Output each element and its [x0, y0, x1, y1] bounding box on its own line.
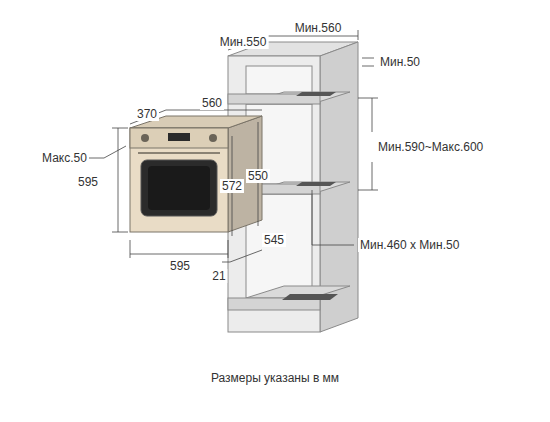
dimension-label: 370: [135, 107, 159, 121]
dimension-label: Мин.50: [378, 55, 422, 69]
oven: [130, 116, 262, 232]
caption: Размеры указаны в мм: [211, 371, 339, 385]
cabinet: [228, 42, 358, 332]
dimension-label: 21: [210, 269, 227, 283]
dimension-label: 550: [246, 169, 270, 183]
dimension-label: 560: [200, 96, 224, 110]
dimension-label: 545: [262, 233, 286, 247]
dimension-label: 595: [76, 175, 100, 189]
dimension-label: Макс.50: [40, 151, 89, 165]
dimension-label: Мин.460 x Мин.50: [358, 238, 461, 252]
dimension-label: 595: [168, 259, 192, 273]
dimension-label: Мин.590~Макс.600: [376, 140, 485, 154]
dimension-label: Мин.560: [293, 21, 344, 35]
dimension-label: Мин.550: [218, 35, 269, 49]
dimension-lines: [84, 30, 378, 262]
dimension-label: 572: [220, 179, 244, 193]
